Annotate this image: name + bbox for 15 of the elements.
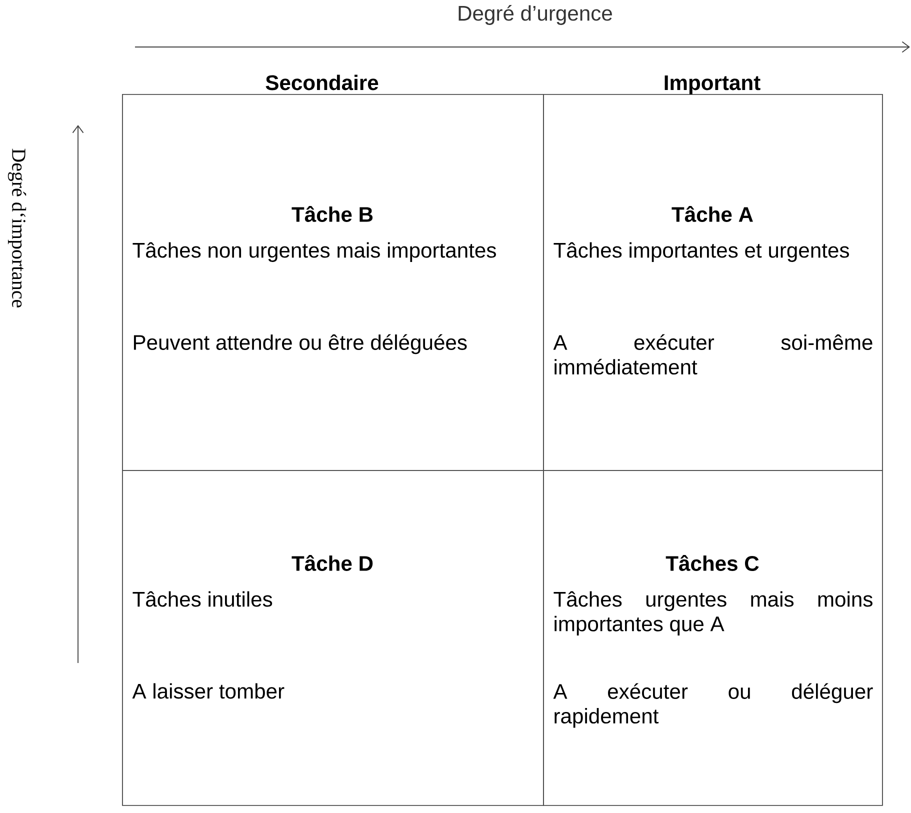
cell-heading: Tâche D (292, 555, 373, 571)
cell-text: A exécuter soi-même immédiatement (553, 334, 872, 375)
cell-text: Tâches urgentes mais moins importantes que A (554, 591, 872, 636)
cell-text: Tâches importantes et urgentes (554, 242, 849, 262)
cell-text: A exécuter ou déléguer rapidement (553, 683, 873, 728)
cell-text: Peuvent attendre ou être déléguées (134, 334, 467, 354)
cell-text: Tâches non urgentes mais importantes (132, 242, 496, 262)
column-heading: Important (664, 75, 760, 94)
cell-text: Tâches inutiles (132, 591, 272, 607)
cell-heading: Tâches C (666, 555, 759, 571)
cell-heading: Tâche B (292, 206, 373, 222)
cell-heading: Tâche A (672, 206, 753, 222)
axis-title: Degré d‘importance (8, 148, 26, 308)
cell-text: A laisser tomber (132, 683, 284, 699)
axis-title: Degré d’urgence (458, 5, 612, 25)
